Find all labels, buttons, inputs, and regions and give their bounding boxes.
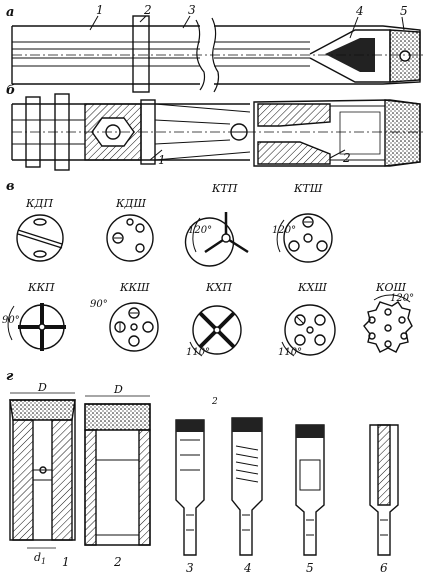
callout-a-5: 5 [400, 4, 408, 18]
callout-b-1: 1 [158, 153, 166, 167]
section-label-b: б [6, 83, 16, 98]
callout-g-6: 6 [380, 561, 388, 575]
bit-label-kksh: ККШ [120, 281, 150, 294]
bit-face-ktp [184, 212, 249, 267]
callout-g-3: 3 [186, 561, 194, 575]
angle-ktp: 120° [188, 225, 213, 236]
dimension-d-2: D [114, 383, 123, 396]
callout-b-2: 2 [343, 151, 351, 165]
bit-label-kdp: КДП [26, 197, 54, 210]
break-line [211, 17, 220, 93]
bit-section-2 [84, 395, 151, 546]
section-label-v: в [6, 179, 15, 194]
bit-section-6 [369, 424, 399, 556]
bit-face-kosh [363, 294, 413, 353]
callout-a-1: 1 [96, 3, 104, 17]
section-label-g: г [6, 369, 14, 384]
callout-a-3: 3 [188, 3, 196, 17]
rod-coupling-collar [132, 15, 150, 93]
bit-label-ktp: КТП [212, 182, 238, 195]
bit-section-1 [9, 392, 76, 549]
section-label-a: а [6, 5, 15, 20]
callout-g-1: 1 [62, 555, 70, 569]
bit-face-kdp [16, 214, 64, 262]
callout-a-2: 2 [144, 3, 152, 17]
angle-kosh: 120° [390, 293, 415, 304]
bit-label-kdsh: КДШ [116, 197, 147, 210]
dimension-d1: d1 [34, 551, 47, 567]
bit-section-3 [175, 419, 205, 556]
bit-face-kxsh [281, 304, 336, 357]
bit-face-ktsh [276, 213, 333, 263]
dimension-d-1: D [38, 381, 47, 394]
callout-a-4: 4 [356, 4, 364, 18]
bit-label-kkp: ККП [28, 281, 55, 294]
rod-assembly-a [11, 15, 425, 93]
bit-section-4 [231, 417, 263, 556]
angle-kxp: 110° [186, 347, 211, 358]
bit-face-kxp [189, 305, 242, 357]
figure-mark: 2 [212, 397, 218, 407]
rod-assembly-b [11, 93, 425, 171]
angle-kkp: 90° [2, 315, 20, 326]
bit-face-kkp [7, 303, 66, 351]
callout-g-2: 2 [114, 555, 122, 569]
angle-kxsh: 110° [278, 347, 303, 358]
break-line [195, 19, 206, 91]
angle-ktsh: 120° [272, 225, 297, 236]
callout-g-5: 5 [306, 561, 314, 575]
callout-g-4: 4 [244, 561, 252, 575]
bit-face-kksh [109, 302, 159, 352]
bit-label-kxsh: КХШ [298, 281, 327, 294]
angle-kksh: 90° [90, 299, 108, 310]
bit-section-5 [295, 424, 325, 556]
bit-label-kosh: КОШ [376, 281, 407, 294]
bit-label-ktsh: КТШ [294, 182, 323, 195]
bit-label-kxp: КХП [206, 281, 232, 294]
bit-face-kdsh [106, 214, 154, 262]
